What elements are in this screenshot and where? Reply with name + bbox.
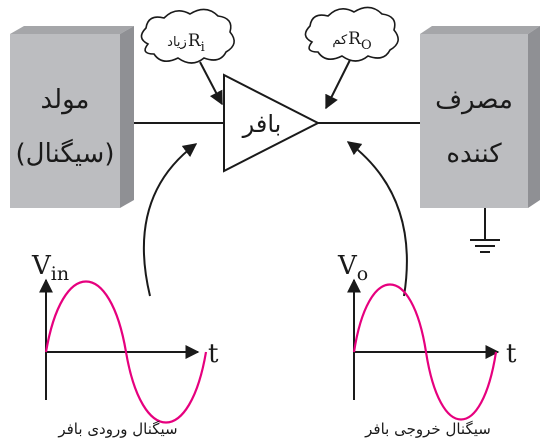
output-signal-time-label: t xyxy=(506,339,517,369)
load-box-top xyxy=(420,26,540,34)
output-signal-arrow xyxy=(346,141,408,297)
output-resistance-subscript: O xyxy=(361,38,372,53)
input-signal-wave xyxy=(44,280,208,424)
input-resistance-cloud xyxy=(140,8,235,64)
signal-generator-box: مولد (سیگنال) xyxy=(10,26,134,208)
generator-box-top xyxy=(10,26,134,34)
output-signal-plot: Vo t سیگنال خروجی بافر xyxy=(337,251,517,438)
output-resistance-symbol: R xyxy=(348,29,362,49)
input-resistance-arrow xyxy=(199,61,223,106)
output-signal-symbol: V xyxy=(337,251,358,281)
load-box-side xyxy=(528,26,540,208)
load-label-line1: مصرف xyxy=(435,85,513,115)
input-signal-label: Vin xyxy=(31,251,69,285)
generator-label-line1: مولد xyxy=(41,85,90,115)
buffer-triangle xyxy=(223,73,321,173)
generator-label-line2: (سیگنال) xyxy=(16,138,115,169)
output-signal-subscript: o xyxy=(357,263,368,285)
load-box-face xyxy=(420,34,528,208)
input-signal-time-label: t xyxy=(208,339,219,369)
buffer-label: بافر xyxy=(242,110,282,138)
ground-symbol xyxy=(470,208,500,253)
input-signal-symbol: V xyxy=(31,251,52,281)
generator-box-side xyxy=(120,26,134,208)
input-resistance-symbol: R xyxy=(188,31,202,51)
input-signal-arrow xyxy=(142,143,198,297)
output-resistance-note: کم xyxy=(332,33,348,48)
input-resistance-label: زیادRi xyxy=(167,31,205,55)
output-resistance-arrow xyxy=(325,59,351,110)
input-signal-subscript: in xyxy=(51,263,69,285)
load-label-line2: کننده xyxy=(446,139,502,169)
generator-box-face xyxy=(10,34,120,208)
output-resistance-label: کمRO xyxy=(332,29,371,53)
load-box: مصرف کننده xyxy=(420,26,540,208)
input-resistance-subscript: i xyxy=(201,40,205,55)
output-signal-wave xyxy=(352,283,498,421)
input-resistance-note: زیاد xyxy=(167,35,187,50)
input-signal-caption: سیگنال ورودی بافر xyxy=(57,420,177,438)
input-signal-plot: Vin t سیگنال ورودی بافر xyxy=(31,251,219,438)
output-signal-label: Vo xyxy=(337,251,368,285)
output-signal-caption: سیگنال خروجی بافر xyxy=(364,420,491,438)
output-resistance-cloud xyxy=(304,6,399,62)
